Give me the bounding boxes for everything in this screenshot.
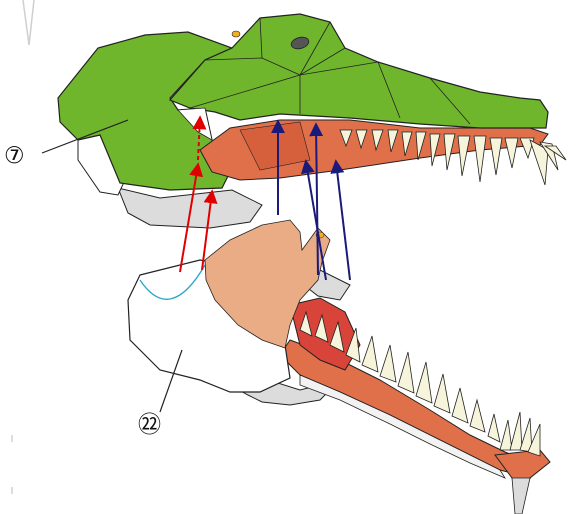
lower-jaw-tip-grey bbox=[512, 478, 530, 514]
callout-7-label: ⑦ bbox=[4, 143, 25, 169]
snout-green bbox=[170, 14, 548, 128]
lower-jaw-body bbox=[280, 340, 530, 478]
callout-22-label: ㉒ bbox=[138, 412, 161, 438]
fold-mark bbox=[23, 0, 34, 45]
navy-arrow-4 bbox=[336, 162, 350, 280]
brow-bump bbox=[232, 31, 240, 37]
